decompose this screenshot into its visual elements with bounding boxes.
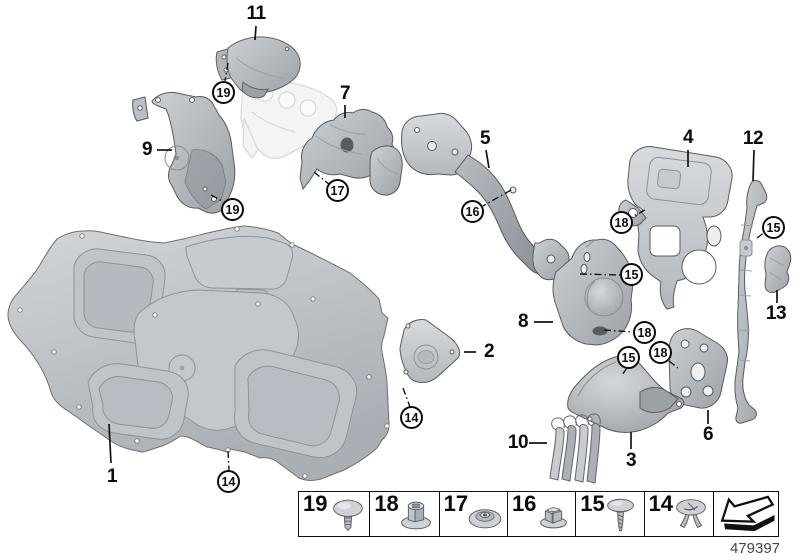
callout-15-3[interactable]: 15 — [617, 346, 640, 369]
screw-rivet-icon — [607, 498, 635, 532]
part-label-4[interactable]: 4 — [682, 127, 694, 148]
part-label-7[interactable]: 7 — [339, 83, 351, 104]
part-label-2[interactable]: 2 — [483, 341, 495, 362]
part-label-6[interactable]: 6 — [702, 424, 714, 445]
callout-18-2[interactable]: 18 — [633, 321, 656, 344]
part-13-shape — [764, 245, 792, 294]
legend-label-17: 17 — [443, 491, 469, 516]
part-12-shape — [734, 180, 768, 424]
part-10-shape — [549, 413, 601, 484]
expanding-rivet-icon — [333, 499, 363, 531]
flange-nut-icon — [540, 506, 567, 529]
legend-cell-16[interactable]: 16 — [506, 491, 577, 537]
callout-19-2[interactable]: 19 — [221, 198, 244, 221]
part-3-shape — [567, 355, 685, 433]
legend-cell-18[interactable]: 18 — [369, 491, 441, 537]
legend-label-18: 18 — [374, 491, 399, 516]
legend-cell-15[interactable]: 15 — [575, 491, 646, 537]
part-6-shape — [668, 328, 728, 409]
hex-nut-washer-icon — [401, 501, 432, 530]
part-label-5[interactable]: 5 — [479, 128, 491, 149]
leader-lines — [108, 25, 778, 464]
callout-19[interactable]: 19 — [212, 81, 235, 104]
part-8-shape — [552, 238, 634, 346]
callout-14[interactable]: 14 — [400, 406, 423, 429]
part-1-shape — [7, 225, 390, 481]
part-label-11[interactable]: 11 — [246, 3, 266, 24]
part-label-13[interactable]: 13 — [765, 303, 787, 324]
callout-14-2[interactable]: 14 — [217, 470, 240, 493]
part-label-12[interactable]: 12 — [742, 128, 764, 149]
legend-cell-17[interactable]: 17 — [438, 491, 509, 537]
part-11-shape — [215, 36, 301, 99]
part-label-1[interactable]: 1 — [106, 466, 118, 487]
legend-cell-return[interactable] — [712, 491, 779, 537]
legend-cell-14[interactable]: 14 — [643, 491, 715, 537]
return-arrow-icon — [720, 495, 775, 532]
callout-15[interactable]: 15 — [762, 216, 785, 239]
spread-clip-icon — [675, 499, 706, 529]
part-9-shape — [132, 91, 236, 214]
document-number: 479397 — [729, 540, 781, 557]
part-label-8[interactable]: 8 — [517, 311, 529, 332]
legend-label-15: 15 — [580, 491, 605, 516]
callout-16[interactable]: 16 — [461, 200, 484, 223]
callout-17[interactable]: 17 — [326, 179, 349, 202]
part-label-3[interactable]: 3 — [625, 450, 637, 471]
legend-label-19: 19 — [303, 491, 328, 516]
callout-18[interactable]: 18 — [610, 211, 633, 234]
part-label-10[interactable]: 10 — [507, 432, 529, 453]
part-5-shape — [369, 112, 570, 281]
plate-nut-icon — [468, 509, 501, 529]
callout-15-2[interactable]: 15 — [620, 263, 643, 286]
legend-label-16: 16 — [511, 491, 537, 516]
legend-cell-19[interactable]: 19 — [298, 491, 371, 537]
callout-18-3[interactable]: 18 — [649, 341, 672, 364]
part-label-9[interactable]: 9 — [141, 139, 153, 160]
legend-label-14: 14 — [648, 491, 674, 516]
fastener-legend: 19 18 17 16 — [298, 491, 779, 537]
part-2-shape — [399, 319, 461, 383]
